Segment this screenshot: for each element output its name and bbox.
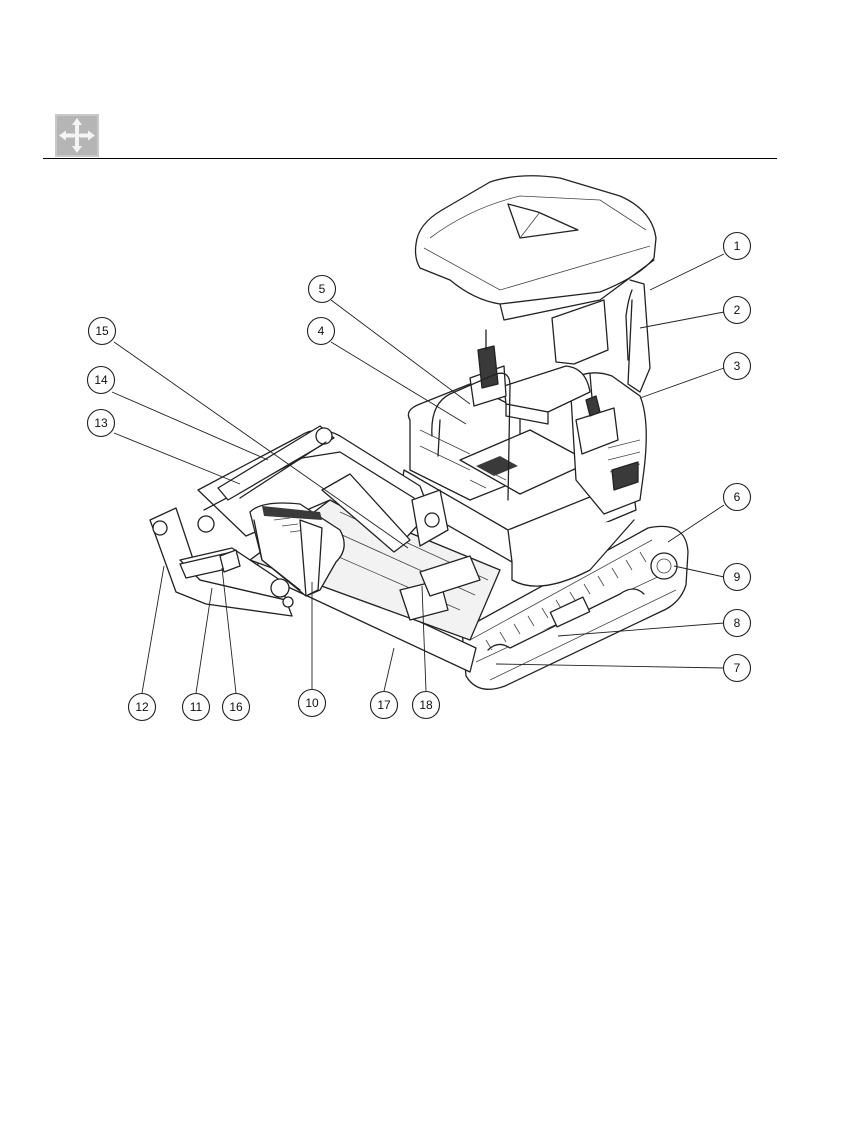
svg-text:7: 7 [734, 661, 741, 675]
callout-14: 14 [88, 367, 115, 394]
svg-text:1: 1 [734, 239, 741, 253]
svg-text:10: 10 [305, 696, 319, 710]
callout-17: 17 [371, 692, 398, 719]
callout-10: 10 [299, 690, 326, 717]
callout-1: 1 [724, 233, 751, 260]
svg-text:3: 3 [734, 359, 741, 373]
svg-text:2: 2 [734, 303, 741, 317]
svg-text:5: 5 [319, 282, 326, 296]
callout-5: 5 [309, 276, 336, 303]
callout-4: 4 [308, 318, 335, 345]
callout-18: 18 [413, 692, 440, 719]
callout-16: 16 [223, 694, 250, 721]
callout-3: 3 [724, 353, 751, 380]
callout-2: 2 [724, 297, 751, 324]
svg-text:12: 12 [135, 700, 149, 714]
svg-text:17: 17 [377, 698, 391, 712]
svg-text:13: 13 [94, 416, 108, 430]
svg-text:11: 11 [190, 700, 203, 714]
excavator-drawing [150, 176, 688, 690]
callout-12: 12 [129, 694, 156, 721]
callout-13: 13 [88, 410, 115, 437]
svg-text:4: 4 [318, 324, 325, 338]
callout-8: 8 [724, 610, 751, 637]
callout-6: 6 [724, 484, 751, 511]
svg-text:8: 8 [734, 616, 741, 630]
svg-text:6: 6 [734, 490, 741, 504]
svg-text:18: 18 [419, 698, 433, 712]
svg-text:14: 14 [94, 373, 108, 387]
svg-text:15: 15 [95, 324, 109, 338]
svg-text:9: 9 [734, 570, 741, 584]
callout-11: 11 [183, 694, 210, 721]
callout-7: 7 [724, 655, 751, 682]
callout-15: 15 [89, 318, 116, 345]
svg-text:16: 16 [229, 700, 243, 714]
callout-9: 9 [724, 564, 751, 591]
